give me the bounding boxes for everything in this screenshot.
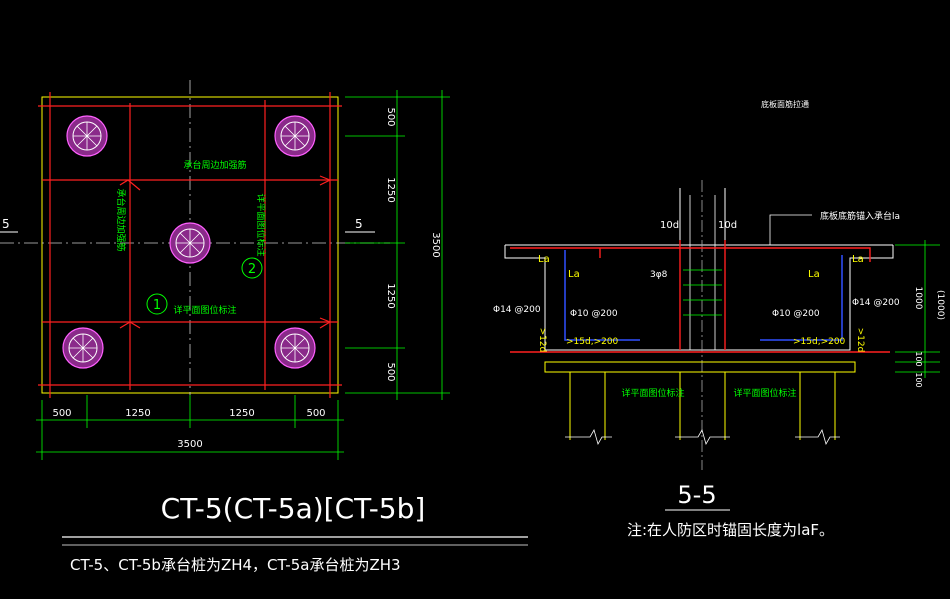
section-view: 底板面筋拉通: [493, 99, 945, 539]
dim-100b: 100: [914, 372, 923, 387]
pile-center: [169, 222, 211, 264]
rdim-3: 500: [385, 362, 396, 381]
marker-2: 2: [248, 262, 256, 277]
la-2: La: [808, 269, 820, 280]
label-reinf-left: 承台周边加强筋: [115, 188, 127, 251]
phi14-left: Φ14 @200: [493, 305, 541, 315]
d12-left: >12d: [537, 328, 547, 353]
right-10d: 10d: [718, 220, 737, 231]
left-10d: 10d: [660, 220, 679, 231]
note-right: 详平面图位标注: [733, 387, 796, 399]
phi10-left: Φ10 @200: [570, 309, 618, 319]
note-left: 详平面图位标注: [621, 387, 684, 399]
marker-2-circle: [241, 257, 263, 279]
marker-1: 1: [153, 298, 161, 313]
plan-title: CT-5(CT-5a)[CT-5b]: [161, 492, 426, 525]
section-mark-left: 5: [2, 217, 10, 231]
stirrup-label: 3φ8: [650, 270, 668, 280]
plan-view: 1 2 承台周边加强筋 承台周边加强筋 详平面图位标注 详平面图位标注 5 5 …: [0, 80, 528, 574]
piles-section: [544, 361, 856, 440]
label-reinf-top: 承台周边加强筋: [183, 159, 246, 171]
break-lines: [565, 428, 840, 446]
rebar-red: [510, 240, 890, 353]
pile-top-right: [274, 115, 316, 157]
rdim-total: 3500: [430, 232, 441, 257]
dim-100a: 100: [914, 351, 923, 366]
rdim-2: 1250: [385, 283, 396, 308]
plan-note: CT-5、CT-5b承台桩为ZH4，CT-5a承台桩为ZH3: [70, 556, 401, 574]
rebar-blue: [564, 250, 843, 341]
la-0: La: [538, 254, 550, 265]
d15-left: >15d,>200: [566, 337, 619, 347]
anchor-label: 底板底筋锚入承台la: [820, 210, 900, 222]
reinforcement-grid: [38, 92, 342, 398]
pile-top-left: [66, 115, 108, 157]
section-header: 底板面筋拉通: [761, 99, 809, 109]
bdim-0: 500: [52, 408, 71, 419]
phi14-right: Φ14 @200: [852, 298, 900, 308]
bdim-total: 3500: [177, 439, 202, 450]
pile-bottom-right: [274, 327, 316, 369]
dim-1000: 1000: [913, 287, 923, 310]
label-note2: 详平面图位标注: [255, 193, 267, 256]
phi10-right: Φ10 @200: [772, 309, 820, 319]
section-note: 注:在人防区时锚固长度为laF。: [627, 521, 834, 539]
bdim-2: 1250: [229, 408, 254, 419]
right-dim-lines: [345, 90, 450, 400]
la-3: La: [852, 254, 864, 265]
marker-1-circle: [146, 293, 168, 315]
d15-right: >15d,>200: [793, 337, 846, 347]
section-dim-lines: [895, 240, 940, 378]
d12-right: >12d: [855, 328, 865, 353]
bdim-1: 1250: [125, 408, 150, 419]
stirrups: [683, 269, 722, 316]
slab-outline: [504, 188, 894, 351]
dim-1000b: (1000): [935, 290, 945, 320]
rdim-0: 500: [385, 107, 396, 126]
bdim-3: 500: [306, 408, 325, 419]
bottom-dim-lines: [36, 395, 344, 460]
pile-bottom-left: [62, 327, 104, 369]
la-1: La: [568, 269, 580, 280]
rdim-1: 1250: [385, 177, 396, 202]
column: [689, 180, 716, 470]
section-mark-right: 5: [355, 217, 363, 231]
pile-circles: [62, 115, 316, 369]
label-note1: 详平面图位标注: [173, 304, 236, 316]
section-title: 5-5: [677, 481, 716, 509]
